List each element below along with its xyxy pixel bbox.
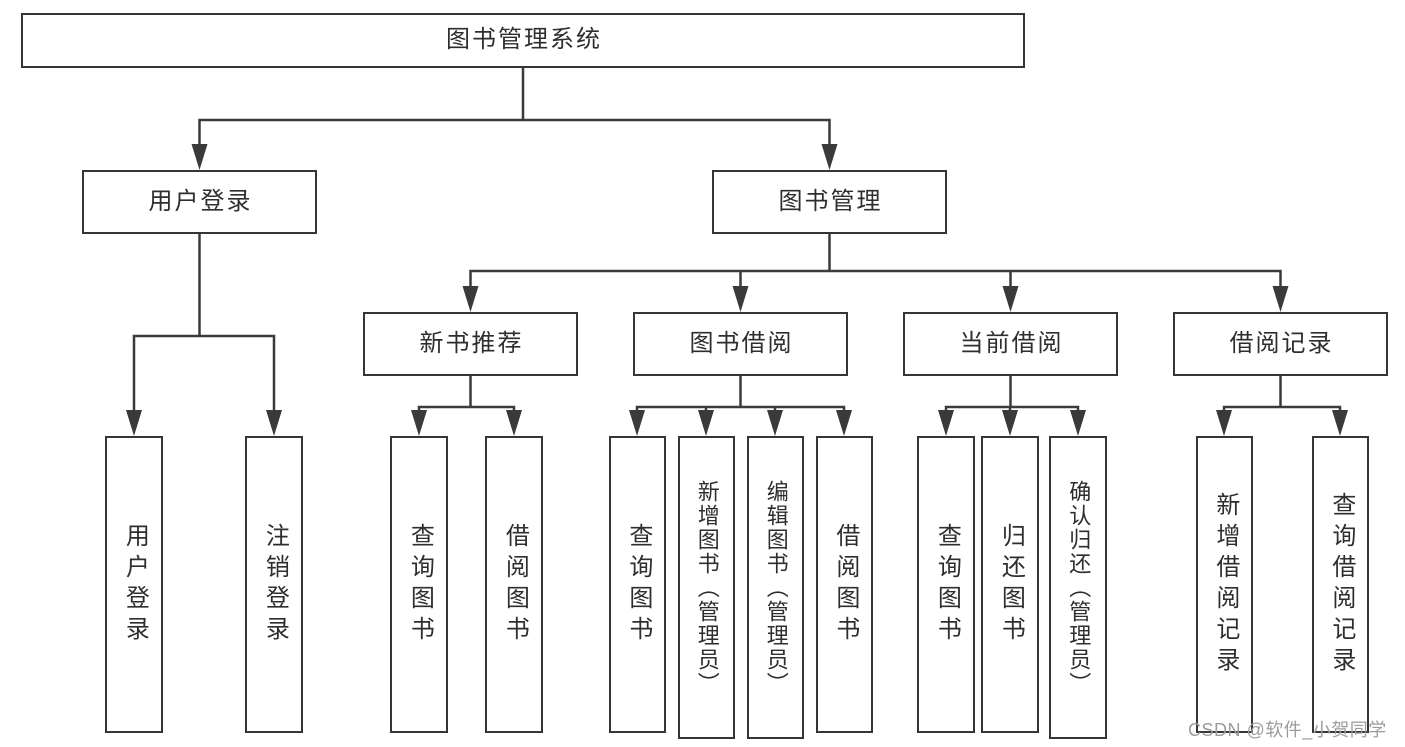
leaf-bookborrow-query-book: 查询图书 xyxy=(609,436,666,733)
node-book-management: 图书管理 xyxy=(712,170,947,234)
arrowhead-icon xyxy=(1070,410,1086,436)
connector-bookborrow-to-leaves xyxy=(635,376,846,420)
leaf-newbook-borrow-book: 借阅图书 xyxy=(485,436,543,733)
arrowhead-icon xyxy=(1332,410,1348,436)
node-current-borrow: 当前借阅 xyxy=(903,312,1118,376)
arrowhead-icon xyxy=(938,410,954,436)
arrowhead-icon xyxy=(506,410,522,436)
arrowhead-icon xyxy=(1002,410,1018,436)
arrowhead-icon xyxy=(1002,286,1019,312)
leaf-user-login: 用户登录 xyxy=(105,436,163,733)
arrowhead-icon xyxy=(411,410,427,436)
arrowhead-icon xyxy=(732,286,749,312)
leaf-record-add-borrow-record: 新增借阅记录 xyxy=(1196,436,1253,733)
connector-borrowrecord-to-leaves xyxy=(1222,376,1342,420)
arrowhead-icon xyxy=(1216,410,1232,436)
arrowhead-icon xyxy=(1272,286,1289,312)
leaf-bookborrow-edit-book-admin: 编辑图书（管理员） xyxy=(747,436,804,739)
arrowhead-icon xyxy=(836,410,852,436)
watermark: CSDN @软件_小贺同学 xyxy=(1188,720,1387,740)
leaf-logout: 注销登录 xyxy=(245,436,303,733)
leaf-bookborrow-borrow-book: 借阅图书 xyxy=(816,436,873,733)
arrowhead-icon xyxy=(767,410,783,436)
connector-newbook-to-leaves xyxy=(417,376,516,420)
connector-userlogin-to-leaves xyxy=(132,234,276,420)
leaf-currentborrow-query-book: 查询图书 xyxy=(917,436,975,733)
arrowhead-icon xyxy=(821,144,838,170)
leaf-currentborrow-return-book: 归还图书 xyxy=(981,436,1039,733)
node-library-management-system: 图书管理系统 xyxy=(21,13,1025,68)
leaf-newbook-query-book: 查询图书 xyxy=(390,436,448,733)
node-borrow-record: 借阅记录 xyxy=(1173,312,1388,376)
leaf-bookborrow-add-book-admin: 新增图书（管理员） xyxy=(678,436,735,739)
leaf-currentborrow-confirm-return-admin: 确认归还（管理员） xyxy=(1049,436,1107,739)
arrowhead-icon xyxy=(191,144,208,170)
node-new-book-recommend: 新书推荐 xyxy=(363,312,578,376)
connector-bookmgmt-to-level3 xyxy=(469,234,1282,302)
arrowheads xyxy=(126,144,1348,436)
arrowhead-icon xyxy=(266,410,282,436)
arrowhead-icon xyxy=(698,410,714,436)
leaf-record-query-borrow-record: 查询借阅记录 xyxy=(1312,436,1369,733)
arrowhead-icon xyxy=(126,410,142,436)
node-book-borrow: 图书借阅 xyxy=(633,312,848,376)
node-user-login: 用户登录 xyxy=(82,170,317,234)
connector-root-to-level2 xyxy=(198,68,831,160)
arrowhead-icon xyxy=(629,410,645,436)
arrowhead-icon xyxy=(462,286,479,312)
